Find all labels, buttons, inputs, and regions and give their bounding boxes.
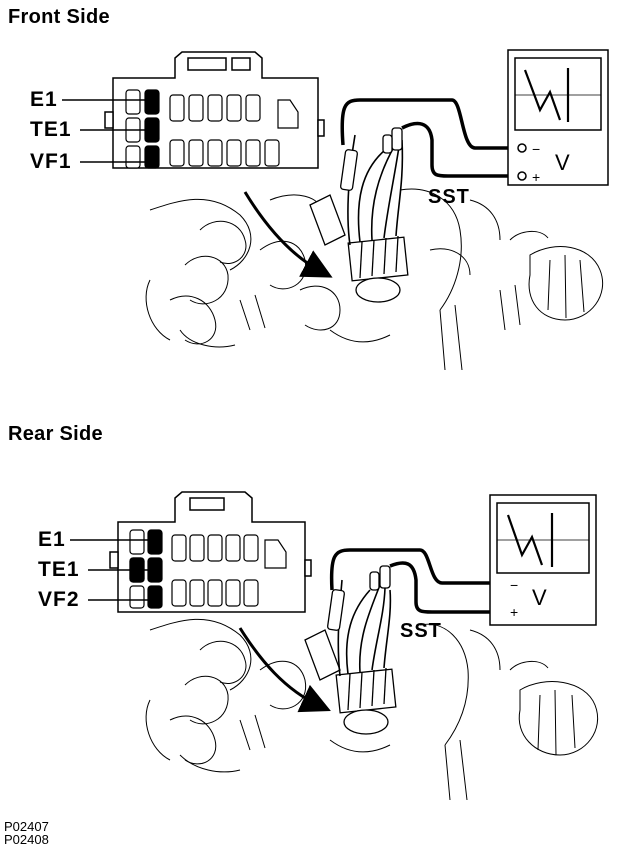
figure-code-2: P02408 [4, 832, 49, 847]
front-pin-label-vf1: VF1 [30, 150, 72, 173]
rear-sst-label: SST [400, 620, 442, 642]
rear-connector-pins [129, 529, 287, 609]
front-engine-sketch [145, 188, 604, 371]
rear-panel: − + V [70, 491, 599, 801]
rear-pin-label-e1: E1 [38, 528, 66, 551]
rear-meter-unit: V [532, 585, 547, 610]
rear-sst-wires [337, 579, 392, 677]
front-title: Front Side [8, 6, 110, 28]
front-pin-label-e1: E1 [30, 88, 58, 111]
rear-leader-lines [70, 539, 152, 601]
rear-voltmeter [489, 494, 597, 626]
front-direction-arrow [243, 191, 333, 278]
rear-meter-minus: − [510, 577, 518, 593]
rear-meter-plus: + [510, 604, 518, 620]
front-sst-label: SST [428, 186, 470, 208]
front-meter-plus: + [532, 169, 540, 185]
front-leader-lines [62, 99, 150, 163]
front-voltmeter [507, 49, 609, 186]
rear-check-connector [304, 629, 397, 735]
front-meter-minus: − [532, 141, 540, 157]
rear-meter-leads [329, 548, 500, 614]
rear-pin-label-te1: TE1 [38, 558, 80, 581]
front-sst-probes [340, 127, 403, 191]
front-meter-leads [340, 98, 520, 178]
rear-engine-sketch [145, 618, 599, 801]
figure-code-1: P02407 [4, 819, 49, 834]
front-connector-pins [125, 89, 299, 169]
rear-direction-arrow [238, 627, 331, 713]
rear-sst-probes [327, 565, 391, 631]
front-meter-unit: V [555, 150, 570, 175]
rear-pin-label-vf2: VF2 [38, 588, 80, 611]
rear-title: Rear Side [8, 423, 103, 445]
front-pin-label-te1: TE1 [30, 118, 72, 141]
front-check-connector [309, 194, 409, 303]
front-panel: − + V [62, 49, 609, 371]
